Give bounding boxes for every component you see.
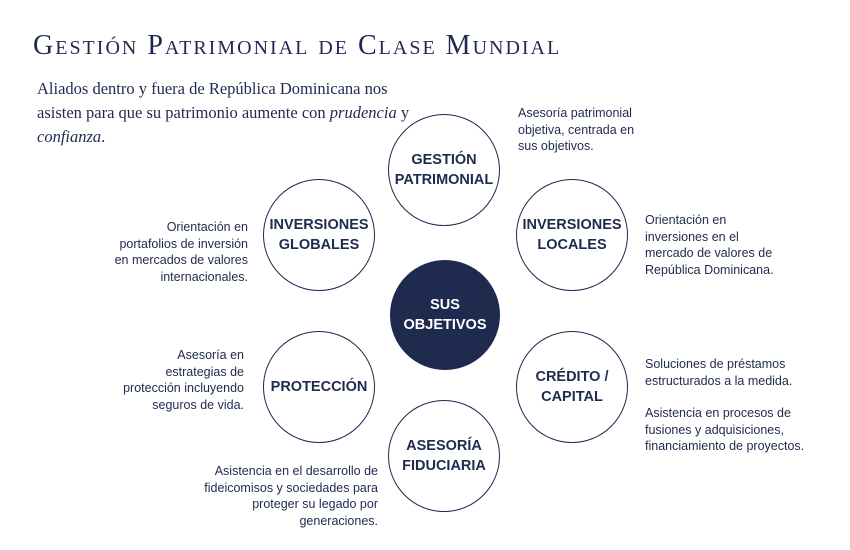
desc-proteccion-text: Asesoría en estrategias de protección in…	[123, 348, 244, 412]
subtitle-text-1: Aliados dentro y fuera de República Domi…	[37, 79, 388, 122]
desc-inversiones-globales-text: Orientación en portafolios de inversión …	[114, 220, 248, 284]
desc-proteccion: Asesoría en estrategias de protección in…	[118, 347, 244, 413]
desc-inversiones-locales-text: Orientación en inversiones en el mercado…	[645, 213, 774, 277]
subtitle-emphasis-2: confianza	[37, 127, 102, 146]
node-credito-capital: CRÉDITO / CAPITAL	[516, 331, 628, 443]
subtitle-emphasis-1: prudencia	[329, 103, 397, 122]
subtitle-text-2: y	[396, 103, 410, 122]
desc-asesoria-fiduciaria: Asistencia en el desarrollo de fideicomi…	[196, 463, 378, 529]
node-asesoria-fiduciaria-label: ASESORÍA FIDUCIARIA	[402, 438, 486, 474]
desc-inversiones-locales: Orientación en inversiones en el mercado…	[645, 212, 780, 278]
page-subtitle: Aliados dentro y fuera de República Domi…	[37, 77, 417, 149]
center-node-sus-objetivos: SUS OBJETIVOS	[390, 260, 500, 370]
node-proteccion-label: PROTECCIÓN	[270, 379, 368, 395]
node-credito-capital-label: CRÉDITO / CAPITAL	[535, 369, 609, 405]
desc-inversiones-globales: Orientación en portafolios de inversión …	[112, 219, 248, 285]
node-proteccion: PROTECCIÓN	[263, 331, 375, 443]
node-gestion-patrimonial: GESTIÓN PATRIMONIAL	[388, 114, 500, 226]
desc-credito-capital: Soluciones de préstamos estructurados a …	[645, 356, 805, 455]
node-inversiones-locales: INVERSIONES LOCALES	[516, 179, 628, 291]
desc-credito-capital-text-2: Asistencia en procesos de fusiones y adq…	[645, 406, 805, 453]
node-gestion-patrimonial-label: GESTIÓN PATRIMONIAL	[394, 152, 494, 188]
center-node-label: SUS OBJETIVOS	[403, 297, 487, 333]
node-inversiones-globales: INVERSIONES GLOBALES	[263, 179, 375, 291]
subtitle-text-3: .	[101, 127, 106, 146]
node-asesoria-fiduciaria: ASESORÍA FIDUCIARIA	[388, 400, 500, 512]
desc-gestion-patrimonial-text: Asesoría patrimonial objetiva, centrada …	[518, 106, 635, 153]
page-title: Gestión Patrimonial de Clase Mundial	[33, 30, 562, 61]
node-inversiones-locales-label: INVERSIONES LOCALES	[522, 217, 622, 253]
desc-gestion-patrimonial: Asesoría patrimonial objetiva, centrada …	[518, 105, 646, 155]
desc-credito-capital-text-1: Soluciones de préstamos estructurados a …	[645, 357, 793, 388]
node-inversiones-globales-label: INVERSIONES GLOBALES	[269, 217, 369, 253]
desc-asesoria-fiduciaria-text: Asistencia en el desarrollo de fideicomi…	[204, 464, 378, 528]
